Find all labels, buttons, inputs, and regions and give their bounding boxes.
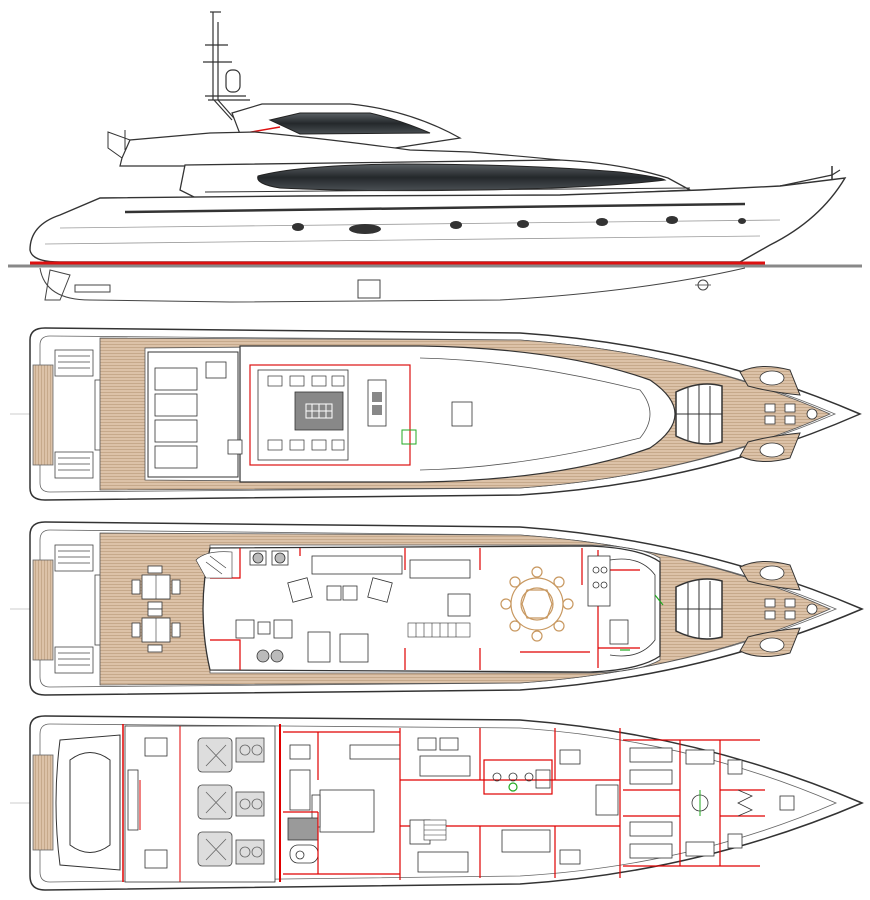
hull [29,177,847,263]
hardtop-glass [268,112,431,135]
main-deck-plan [10,521,864,696]
profile-view [8,11,862,303]
guest-cabins [400,728,621,878]
flybridge [119,131,561,167]
radar-mast [203,11,250,126]
sun-deck-plan [10,327,862,501]
stair-aft [195,551,233,579]
stair-forward [407,622,471,638]
dining-table [500,566,574,642]
portholes [292,216,746,234]
interior-walls-main [210,548,640,670]
crew-area [623,739,795,867]
owner-cabin [283,728,401,880]
underwater-hull [39,267,746,303]
lower-deck-plan [10,715,864,891]
engine-room [124,725,276,883]
sunbeds [154,367,198,469]
tender-garage [55,734,121,871]
saloon-window [257,163,667,192]
